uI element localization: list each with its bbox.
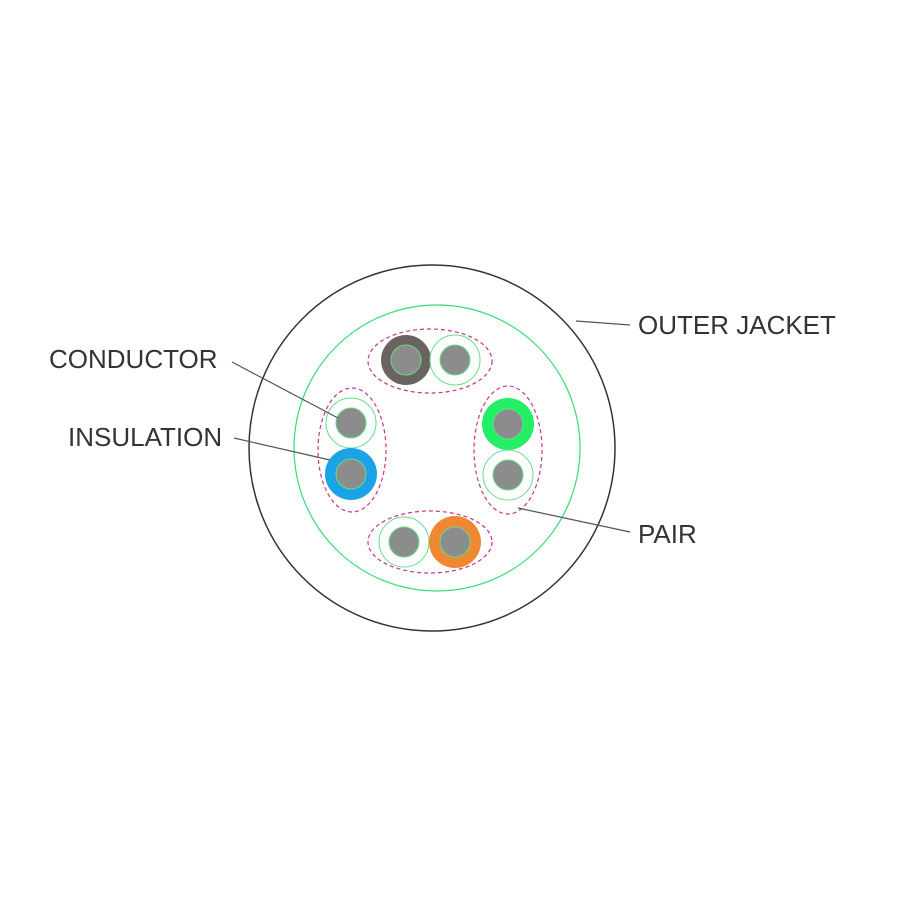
- conductor: [388, 526, 420, 558]
- inner-separator-ring: [293, 304, 581, 592]
- label-conductor: CONDUCTOR: [49, 344, 218, 374]
- label-insulation: INSULATION: [68, 422, 222, 452]
- label-pair: PAIR: [638, 519, 697, 549]
- leader-line-insulation: [233, 437, 331, 461]
- pair-outline: [317, 387, 387, 513]
- conductor: [335, 407, 367, 439]
- pair-green: [473, 385, 543, 515]
- wire-brown-white: [429, 334, 481, 386]
- leader-line-outer-jacket: [575, 320, 631, 326]
- pair-orange: [367, 510, 493, 574]
- wire-brown: [381, 335, 431, 385]
- pair-outline: [473, 385, 543, 515]
- conductor: [492, 459, 524, 491]
- conductor: [492, 408, 524, 440]
- label-outer-jacket: OUTER JACKET: [638, 310, 836, 340]
- pair-brown: [367, 328, 493, 394]
- wire-green: [482, 398, 534, 450]
- wire-orange-white: [378, 516, 430, 568]
- outer-jacket: [248, 264, 616, 632]
- wire-blue-white: [325, 397, 377, 449]
- pair-outline: [367, 510, 493, 574]
- wire-orange: [429, 516, 481, 568]
- pair-blue: [317, 387, 387, 513]
- conductor: [335, 458, 367, 490]
- conductor: [390, 344, 422, 376]
- conductor: [439, 344, 471, 376]
- leader-line-conductor: [231, 361, 339, 419]
- wire-green-white: [482, 449, 534, 501]
- wire-blue: [325, 448, 377, 500]
- leader-line-pair: [517, 507, 631, 533]
- conductor: [439, 526, 471, 558]
- pair-outline: [367, 328, 493, 394]
